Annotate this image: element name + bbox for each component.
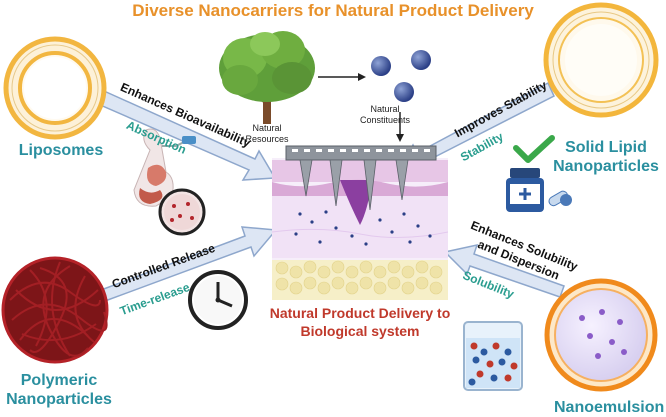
skin-layer-icon <box>272 158 448 300</box>
magnifier-icon <box>158 188 206 236</box>
liposome-icon <box>3 36 107 140</box>
arrow-liposomes <box>96 90 277 181</box>
solid-lipid-label-line2: Nanoparticles <box>553 158 659 175</box>
polymeric-label-line1: Polymeric <box>20 372 98 389</box>
constituents-down-arrow <box>396 112 404 142</box>
natural-constituents-line2: Constituents <box>359 115 411 125</box>
natural-resources-line2: Resources <box>245 134 289 144</box>
natural-constituents-line1: Natural <box>370 104 400 114</box>
polymeric-nanoparticle-icon <box>1 256 109 364</box>
liposomes-label: Liposomes <box>18 142 104 159</box>
solid-lipid-label-line1: Solid Lipid <box>565 139 647 156</box>
solid-lipid-nanoparticle-icon <box>543 2 659 118</box>
beaker-icon <box>463 321 523 391</box>
center-label: Natural Product Delivery to Biological s… <box>250 304 470 340</box>
nanoemulsion-label: Nanoemulsion <box>554 399 665 416</box>
center-label-line2: Biological system <box>300 323 420 339</box>
clock-icon <box>188 270 248 330</box>
arrow-polymeric <box>100 226 278 302</box>
resources-to-constituents-arrow <box>318 73 366 81</box>
microneedle-patch-icon <box>285 145 437 211</box>
molecule-icon <box>371 50 431 102</box>
diagram-title: Diverse Nanocarriers for Natural Product… <box>132 1 534 20</box>
center-label-line1: Natural Product Delivery to <box>269 305 451 321</box>
natural-resources-label: Natural Resources <box>242 123 292 145</box>
polymeric-label: Polymeric Nanoparticles <box>0 371 118 409</box>
polymeric-label-line2: Nanoparticles <box>6 391 112 408</box>
medicine-bottle-icon <box>506 168 544 212</box>
natural-constituents-label: Natural Constituents <box>350 104 420 126</box>
arrow-nanoemulsion <box>443 243 565 298</box>
pills-icon <box>548 190 572 207</box>
tree-icon <box>219 31 315 124</box>
solid-lipid-label: Solid Lipid Nanoparticles <box>545 138 666 176</box>
nanoemulsion-icon <box>544 278 658 392</box>
checkmark-icon <box>513 135 555 163</box>
natural-resources-line1: Natural <box>252 123 282 133</box>
digestive-system-icon <box>133 128 196 207</box>
